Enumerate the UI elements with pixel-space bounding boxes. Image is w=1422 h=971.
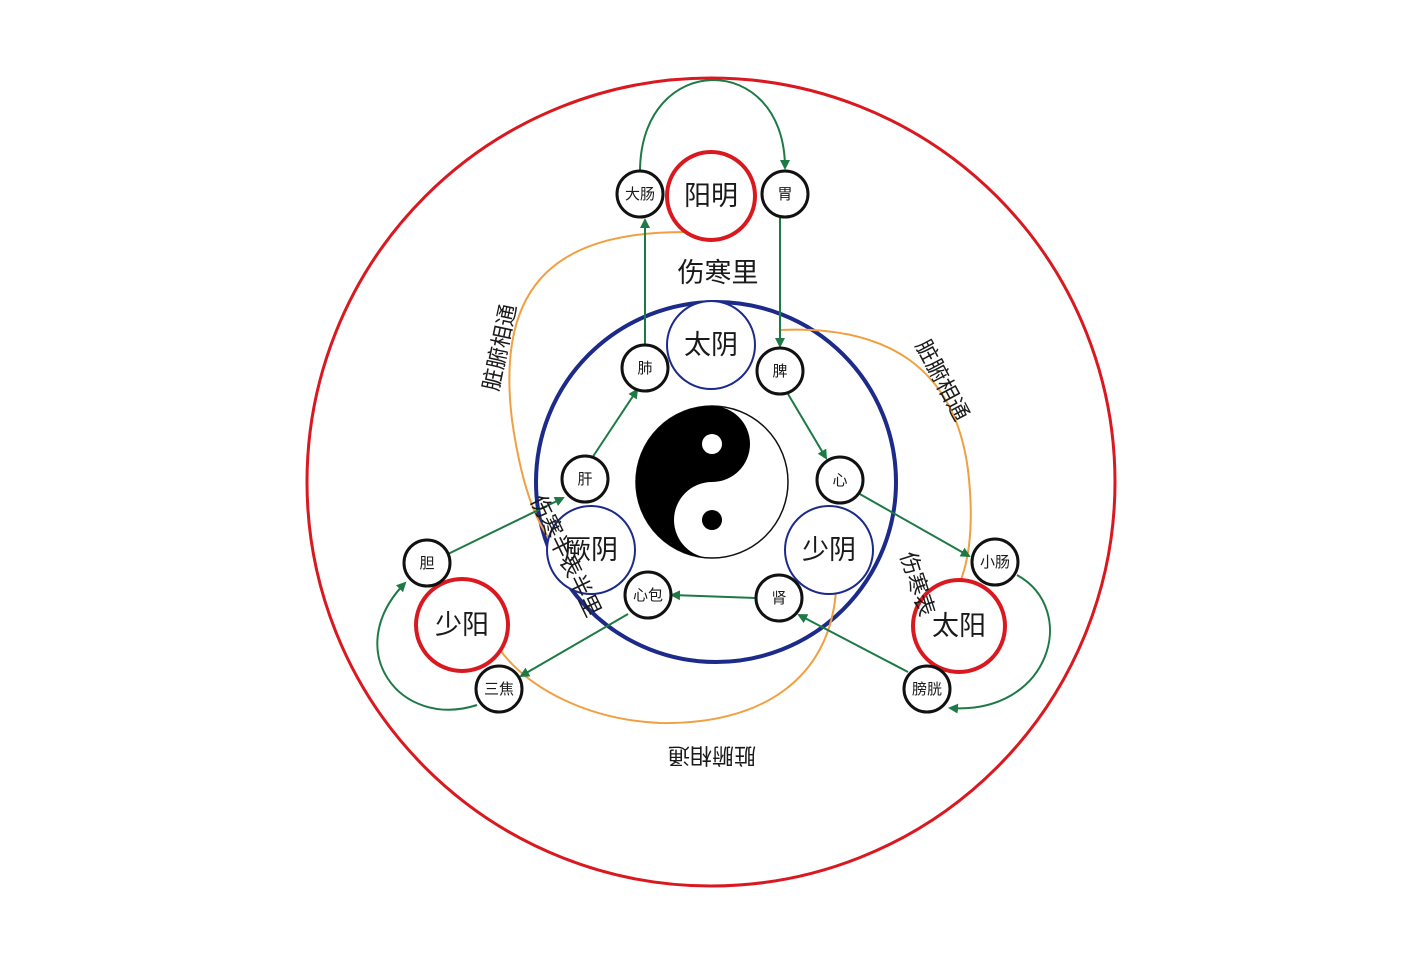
channel-label-taiyang: 太阳	[932, 611, 986, 642]
channel-label-taiyin: 太阴	[684, 330, 738, 361]
label-zangfu-link-2: 脏腑相通	[910, 336, 973, 425]
svg-text:肝: 肝	[577, 470, 592, 488]
svg-text:脾: 脾	[772, 362, 787, 380]
channel-label-jueyin: 厥阴	[564, 535, 618, 566]
channel-label-yangming: 阳明	[684, 181, 738, 212]
arrow-xin-to-xiaochang	[857, 492, 971, 557]
channel-shaoyin: 少阴	[784, 505, 874, 595]
zangfu-link-xin-sanjiao	[499, 589, 837, 725]
arrow-pi-to-xin	[787, 393, 828, 460]
organ-sanjiao: 三焦	[474, 664, 524, 714]
taiji-icon	[635, 405, 789, 559]
label-inner-region: 伤寒里	[678, 258, 759, 289]
organ-pangguang: 膀胱	[902, 664, 952, 714]
arrow-gan-to-fei	[591, 388, 639, 459]
channel-label-shaoyin: 少阴	[802, 535, 856, 566]
svg-text:大肠: 大肠	[625, 185, 655, 203]
organ-fei: 肺	[620, 343, 670, 393]
arrow-xiaochang-to-pangguang	[948, 574, 1051, 714]
zangfu-links	[499, 230, 972, 725]
svg-text:三焦: 三焦	[484, 680, 514, 698]
svg-text:肾: 肾	[771, 589, 786, 607]
arrow-shen-to-xinbao	[670, 590, 757, 601]
zangfu-link-dachang-pi	[508, 230, 694, 556]
label-outer-region-right: 伤寒表	[894, 549, 938, 620]
organ-dan: 胆	[402, 538, 452, 588]
channel-jueyin: 厥阴	[546, 505, 636, 595]
arrow-sanjiao-to-dan	[376, 581, 478, 711]
organ-dachang: 大肠	[615, 169, 665, 219]
channel-taiyin: 太阴	[666, 300, 756, 390]
channel-shaoyang: 少阳	[414, 577, 510, 673]
svg-text:膀胱: 膀胱	[912, 680, 942, 698]
organ-xinbao: 心包	[623, 570, 673, 620]
organ-pi: 脾	[755, 346, 805, 396]
svg-text:心: 心	[832, 471, 847, 489]
label-zangfu-link-1: 脏腑相通	[479, 302, 522, 393]
arrow-xinbao-to-sanjiao	[519, 613, 629, 678]
organ-shen: 肾	[754, 573, 804, 623]
organ-wei: 胃	[760, 169, 810, 219]
organ-xin: 心	[815, 455, 865, 505]
organ-gan: 肝	[560, 454, 610, 504]
green-arrows	[376, 79, 1051, 714]
label-zangfu-link-3: 脏腑相通	[668, 742, 756, 767]
svg-text:胃: 胃	[777, 185, 792, 203]
svg-text:肺: 肺	[637, 359, 652, 377]
svg-text:心包: 心包	[633, 586, 663, 604]
zangfu-link-fei-pangguang	[779, 328, 972, 593]
channel-label-shaoyang: 少阳	[435, 610, 489, 641]
arrow-pangguang-to-shen	[797, 614, 909, 673]
arrow-dan-to-gan	[447, 497, 565, 555]
channel-yangming: 阳明	[665, 150, 757, 242]
outer-ring	[305, 76, 1117, 888]
svg-text:胆: 胆	[419, 554, 434, 572]
channel-taiyang: 太阳	[911, 578, 1007, 674]
svg-text:小肠: 小肠	[980, 553, 1010, 571]
arrow-dachang-to-wei	[639, 79, 790, 173]
organ-xiaochang: 小肠	[970, 537, 1020, 587]
